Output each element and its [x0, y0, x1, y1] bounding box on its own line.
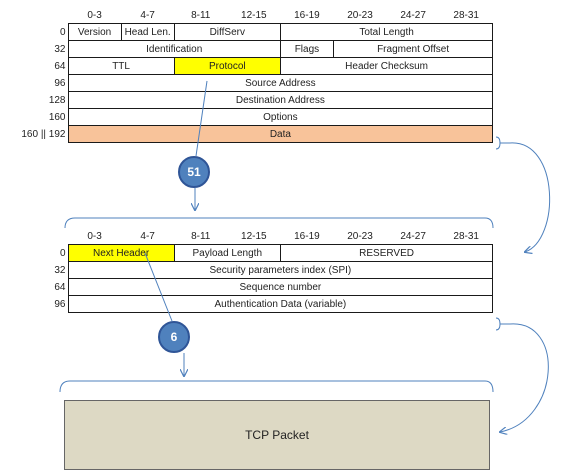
tcp-brace	[59, 380, 494, 393]
ipv4-corner	[0, 7, 68, 24]
ipv4-field-ttl: TTL	[67, 57, 175, 75]
ipv4-bit-column-label: 0-3	[87, 9, 102, 21]
ah-row-offset: 64	[54, 281, 66, 293]
ipv4-field-options: Options	[67, 108, 494, 126]
ipv4-field-protocol: Protocol	[173, 57, 281, 75]
ah-bit-column-label: 4-7	[140, 230, 155, 242]
ipv4-bit-column-label: 16-19	[294, 9, 320, 21]
data-brace	[495, 136, 510, 150]
ipv4-field-header-checksum: Header Checksum	[279, 57, 494, 75]
ah-bit-column-label: 28-31	[453, 230, 479, 242]
ipv4-bit-column-label: 28-31	[453, 9, 479, 21]
ah-row-offset: 32	[54, 264, 66, 276]
ah-field-authentication-data-variable: Authentication Data (variable)	[67, 295, 494, 313]
ipv4-row-offset: 160 || 192	[21, 128, 66, 140]
ah-bit-column-label: 24-27	[400, 230, 426, 242]
ipv4-field-destination-address: Destination Address	[67, 91, 494, 109]
ah-bit-column-row: 0-3 4-7 8-11 12-15 16-19 20-23 24-27 28-31	[0, 228, 493, 245]
ah-row-offset: 0	[59, 247, 66, 259]
ipv4-field-data: Data	[67, 125, 494, 143]
ah-bit-column-label: 12-15	[241, 230, 267, 242]
ipv4-row-offset: 0	[59, 26, 66, 38]
ah-field-security-parameters-index-spi: Security parameters index (SPI)	[67, 261, 494, 279]
ah-field-reserved: RESERVED	[279, 244, 494, 262]
ah-field-sequence-number: Sequence number	[67, 278, 494, 296]
ipv4-field-source-address: Source Address	[67, 74, 494, 92]
ipv4-field-head-len: Head Len.	[120, 23, 175, 41]
ipv4-field-version: Version	[67, 23, 122, 41]
ah-bit-column-label: 8-11	[191, 230, 211, 242]
ipv4-row-offset: 32	[54, 43, 66, 55]
next-header-number-badge: 6	[158, 321, 190, 353]
ah-bottom-brace	[495, 317, 510, 331]
ipv4-bit-column-row: 0-3 4-7 8-11 12-15 16-19 20-23 24-27 28-31	[0, 7, 493, 24]
ah-field-next-header: Next Header	[67, 244, 175, 262]
ipv4-bit-column-label: 24-27	[400, 9, 426, 21]
ipv4-field-fragment-offset: Fragment Offset	[332, 40, 494, 58]
ah-bit-column-label: 16-19	[294, 230, 320, 242]
tcp-packet-box: TCP Packet	[64, 400, 490, 470]
ipv4-row-offset: 160	[48, 111, 66, 123]
protocol-number-badge: 51	[178, 156, 210, 188]
ipv4-row-offset: 128	[48, 94, 66, 106]
ipv4-field-diffserv: DiffServ	[173, 23, 281, 41]
ipv4-field-identification: Identification	[67, 40, 281, 58]
ah-bit-column-label: 0-3	[87, 230, 102, 242]
ipv4-field-total-length: Total Length	[279, 23, 494, 41]
ah-bit-column-label: 20-23	[347, 230, 373, 242]
ipv4-field-flags: Flags	[279, 40, 334, 58]
ipv4-bit-column-label: 20-23	[347, 9, 373, 21]
tcp-packet-label: TCP Packet	[245, 428, 309, 442]
ipv4-bit-column-label: 4-7	[140, 9, 155, 21]
data-to-ah-arrow	[509, 142, 551, 252]
ipv4-row-offset: 64	[54, 60, 66, 72]
ipv4-row-offset: 96	[54, 77, 66, 89]
ah-to-tcp-arrow	[500, 323, 549, 432]
ah-corner	[0, 228, 68, 245]
ipv4-bit-column-label: 8-11	[191, 9, 211, 21]
ah-brace	[64, 217, 494, 229]
ah-row-offset: 96	[54, 298, 66, 310]
ipv4-bit-column-label: 12-15	[241, 9, 267, 21]
ah-field-payload-length: Payload Length	[173, 244, 281, 262]
